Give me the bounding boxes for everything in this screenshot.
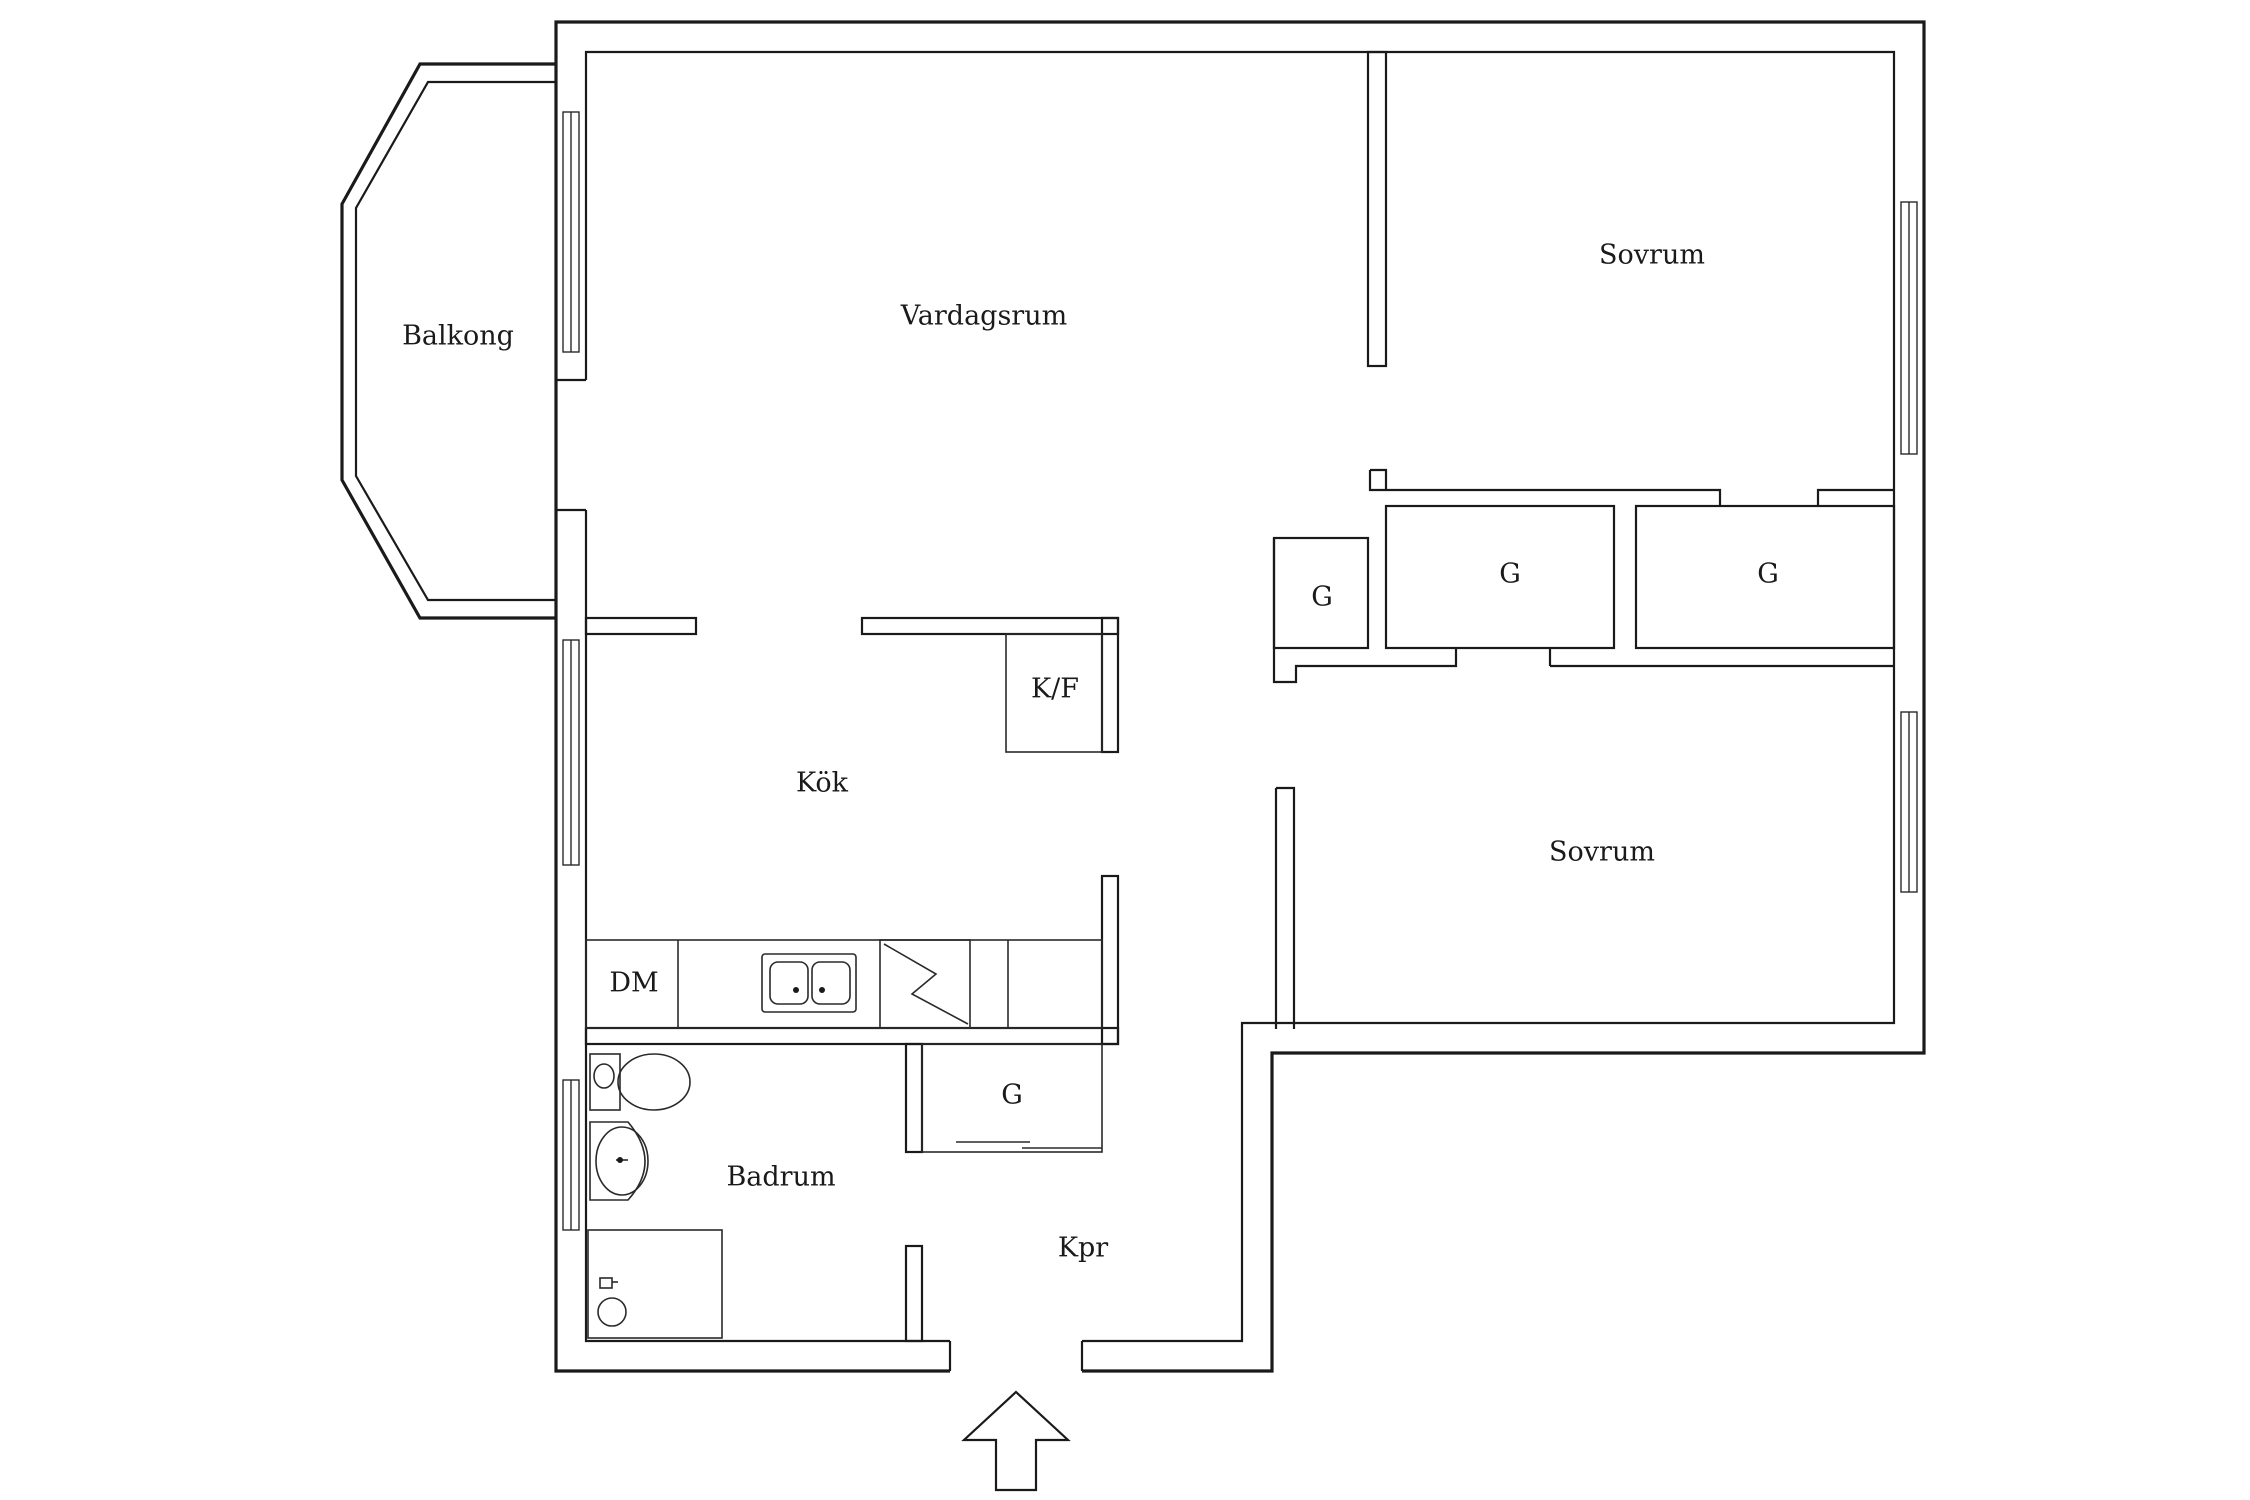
exterior-walls (554, 20, 1926, 1373)
stove-icon (879, 939, 971, 1029)
entrance-arrow-icon (961, 1390, 1071, 1492)
label-kok: Kök (796, 768, 849, 799)
label-badrum: Badrum (726, 1162, 835, 1193)
room-labels: Balkong Vardagsrum Sovrum Sovrum Kök K/F… (402, 240, 1779, 1264)
label-g-hall: G (1001, 1080, 1023, 1111)
label-g-mid: G (1499, 559, 1521, 590)
label-balkong: Balkong (402, 321, 514, 352)
label-g-right: G (1757, 559, 1779, 590)
windows (562, 111, 1918, 1231)
label-sovrum-top: Sovrum (1599, 240, 1705, 271)
sink-icon (761, 953, 857, 1013)
balcony-outline (340, 62, 556, 620)
label-kpr: Kpr (1058, 1233, 1108, 1264)
label-kf: K/F (1031, 674, 1079, 705)
toilet-icon (589, 1053, 691, 1111)
interior-walls (556, 50, 1896, 1374)
label-g-small: G (1311, 582, 1333, 613)
label-vardagsrum: Vardagsrum (900, 301, 1067, 332)
kitchen-counter (585, 939, 1103, 1029)
label-dm: DM (609, 968, 658, 999)
label-sovrum-bottom: Sovrum (1549, 837, 1655, 868)
washbasin-icon (589, 1121, 649, 1201)
shower-icon (587, 1229, 723, 1339)
